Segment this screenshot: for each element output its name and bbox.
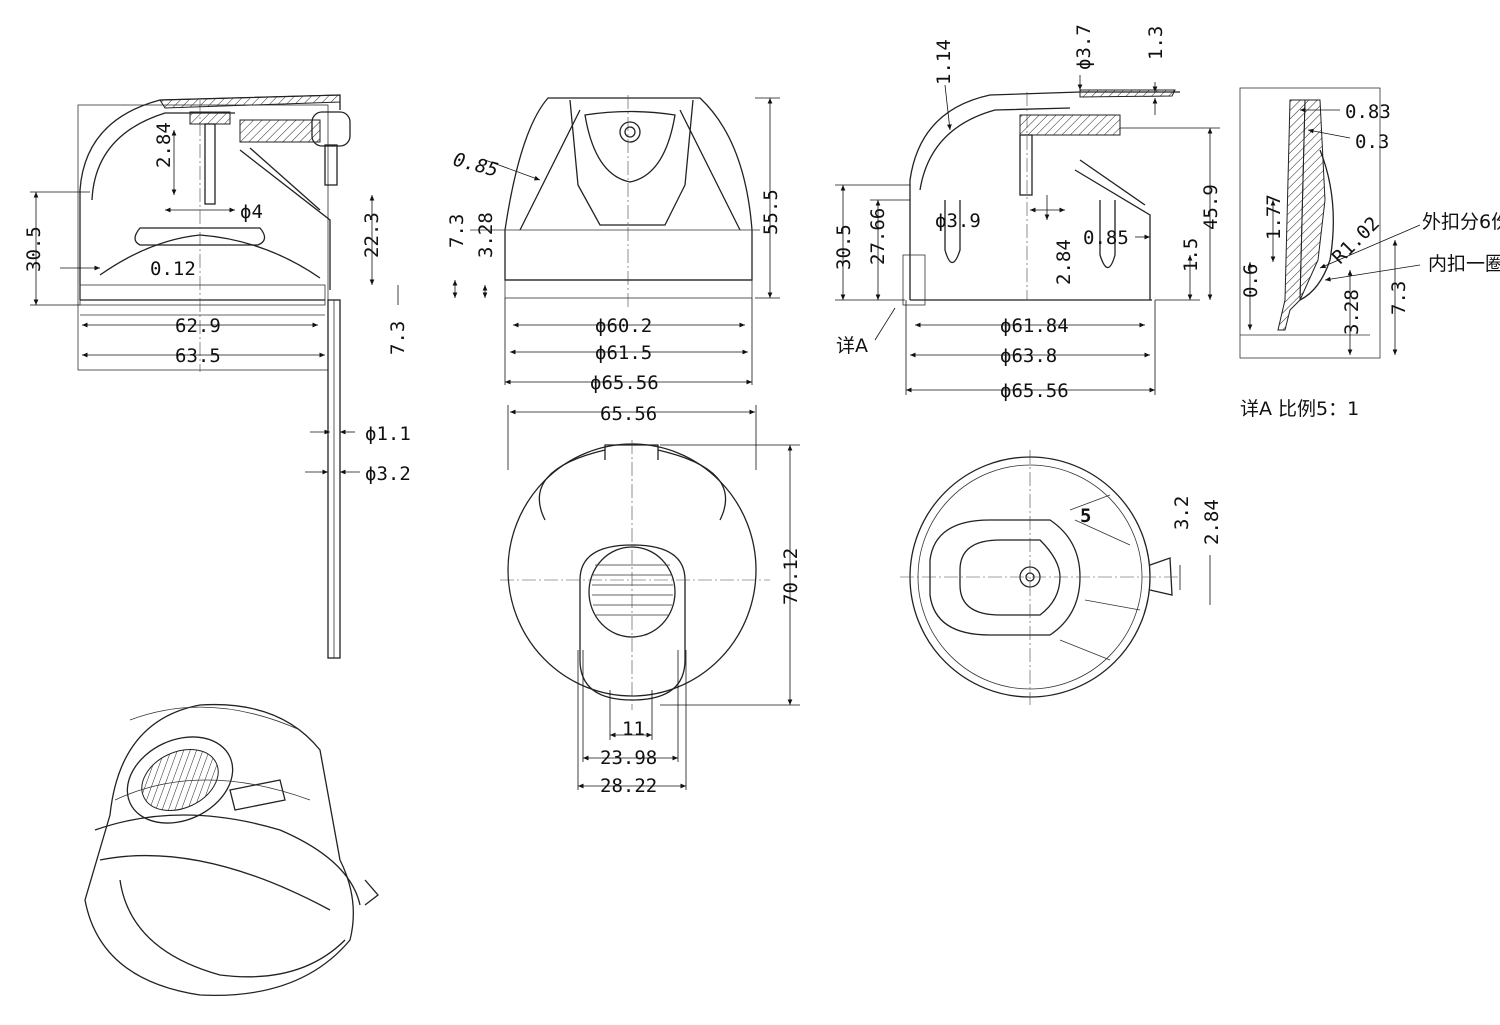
dim-side-30-5: 30.5	[23, 226, 45, 272]
dim-detail-r1-02: R1.02	[1328, 213, 1384, 269]
dim-detail-7-3: 7.3	[1388, 281, 1410, 315]
dim-side-phi4: ϕ4	[240, 201, 263, 223]
dim-top-70-12: 70.12	[780, 548, 802, 605]
detail-callout: 详A	[836, 335, 868, 357]
dim-top-11: 11	[622, 718, 645, 740]
dim-front-3-28: 3.28	[475, 212, 497, 258]
dim-bottom-2-84: 2.84	[1201, 499, 1223, 545]
dim-right-45-9: 45.9	[1200, 184, 1222, 230]
dim-detail-0-83: 0.83	[1345, 101, 1391, 123]
dim-side-7-3: 7.3	[387, 321, 409, 355]
dim-right-phi61-84: ϕ61.84	[1000, 315, 1069, 337]
note-outer-clips: 外扣分6份	[1422, 211, 1500, 233]
dim-right-27-66: 27.66	[867, 208, 889, 265]
dim-right-0-85: 0.85	[1083, 227, 1129, 249]
dim-front-0-85: 0.85	[451, 149, 501, 182]
dim-front-55-5: 55.5	[760, 189, 782, 235]
dim-front-7-3: 7.3	[446, 214, 468, 248]
dim-right-2-84: 2.84	[1053, 239, 1075, 285]
dim-side-0-12: 0.12	[150, 258, 196, 280]
dim-front-phi65-56: ϕ65.56	[590, 372, 659, 394]
dim-side-2-84: 2.84	[153, 122, 175, 168]
dim-top-65-56: 65.56	[600, 403, 657, 425]
dim-top-23-98: 23.98	[600, 747, 657, 769]
dim-side-22-3: 22.3	[361, 212, 383, 258]
dim-detail-3-28: 3.28	[1341, 289, 1363, 335]
dim-tube-phi3-2: ϕ3.2	[365, 463, 411, 485]
dim-top-28-22: 28.22	[600, 775, 657, 797]
grille	[592, 564, 673, 616]
dim-right-phi65-56: ϕ65.56	[1000, 380, 1069, 402]
dim-detail-0-3: 0.3	[1355, 131, 1389, 153]
dim-tube-phi1-1: ϕ1.1	[365, 423, 411, 445]
detail-a-view: 0.83 0.3 1.77 R1.02 0.6 3.28 7.3 外扣分6份 内…	[1239, 87, 1500, 420]
note-inner-clip: 内扣一圈	[1428, 253, 1500, 275]
bottom-mark-5: 5	[1080, 505, 1091, 527]
top-view: 65.56 70.12 11 23.98 28.22	[500, 403, 802, 797]
detail-a-caption: 详A 比例5：1	[1240, 398, 1359, 420]
dim-detail-1-77: 1.77	[1263, 194, 1285, 240]
right-section-view: 1.14 ϕ3.7 1.3 45.9 30.5 27.66 ϕ3.9 2.84 …	[833, 24, 1222, 402]
isometric-view	[84, 703, 379, 997]
dim-right-1-5: 1.5	[1180, 238, 1202, 272]
dim-front-phi61-5: ϕ61.5	[595, 342, 652, 364]
bottom-view: 5 3.2 2.84	[900, 450, 1223, 705]
dim-right-1-3: 1.3	[1145, 26, 1167, 60]
dim-right-30-5: 30.5	[833, 224, 855, 270]
dim-right-phi3-7: ϕ3.7	[1073, 24, 1095, 70]
dim-right-1-14: 1.14	[933, 39, 955, 85]
side-section-view: 2.84 ϕ4 30.5 0.12 22.3 62.9 63.5 7.3 ϕ1.…	[23, 94, 411, 659]
dim-right-phi3-9: ϕ3.9	[935, 210, 981, 232]
dim-detail-0-6: 0.6	[1240, 264, 1262, 298]
dim-side-62-9: 62.9	[175, 315, 221, 337]
dim-bottom-3-2: 3.2	[1171, 496, 1193, 530]
dim-side-63-5: 63.5	[175, 345, 221, 367]
front-view: 0.85 7.3 3.28 55.5 ϕ60.2 ϕ61.5 ϕ65.56	[446, 95, 782, 394]
dim-right-phi63-8: ϕ63.8	[1000, 345, 1057, 367]
dim-front-phi60-2: ϕ60.2	[595, 315, 652, 337]
